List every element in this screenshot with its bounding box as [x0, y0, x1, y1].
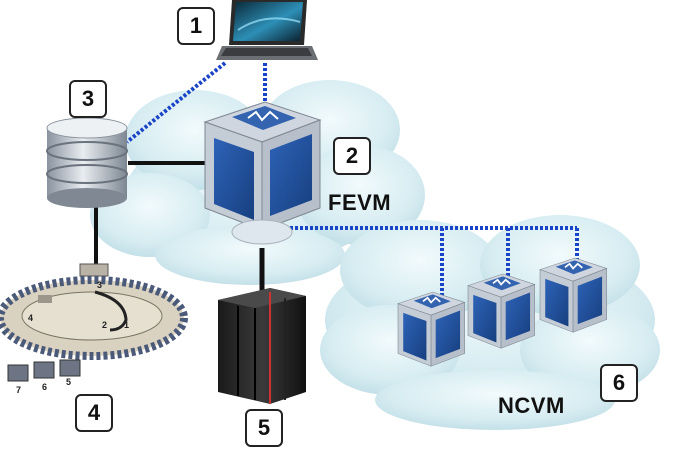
ncvm-vm-icon-1 — [397, 291, 466, 367]
badge-fevm: 2 — [333, 137, 371, 175]
badge-database: 3 — [69, 80, 107, 118]
database-icon — [46, 117, 128, 208]
link-fevm-ncvm — [290, 226, 579, 298]
fevm-vm-icon — [203, 101, 322, 245]
label-ncvm: NCVM — [498, 393, 565, 418]
mainframe-server-icon — [218, 288, 306, 404]
badge-laptop: 1 — [177, 7, 215, 45]
badge-tape-library: 4 — [75, 394, 113, 432]
link-laptop-db — [125, 61, 227, 144]
network-links — [94, 61, 579, 298]
badge-ncvm: 6 — [600, 364, 638, 402]
ncvm-vm-icon-2 — [467, 273, 536, 349]
tape-library-tray-icon — [0, 263, 188, 382]
laptop-icon — [216, 0, 318, 60]
ncvm-vm-icon-3 — [539, 257, 608, 333]
badge-mainframe: 5 — [245, 409, 283, 447]
label-fevm: FEVM — [328, 190, 392, 215]
